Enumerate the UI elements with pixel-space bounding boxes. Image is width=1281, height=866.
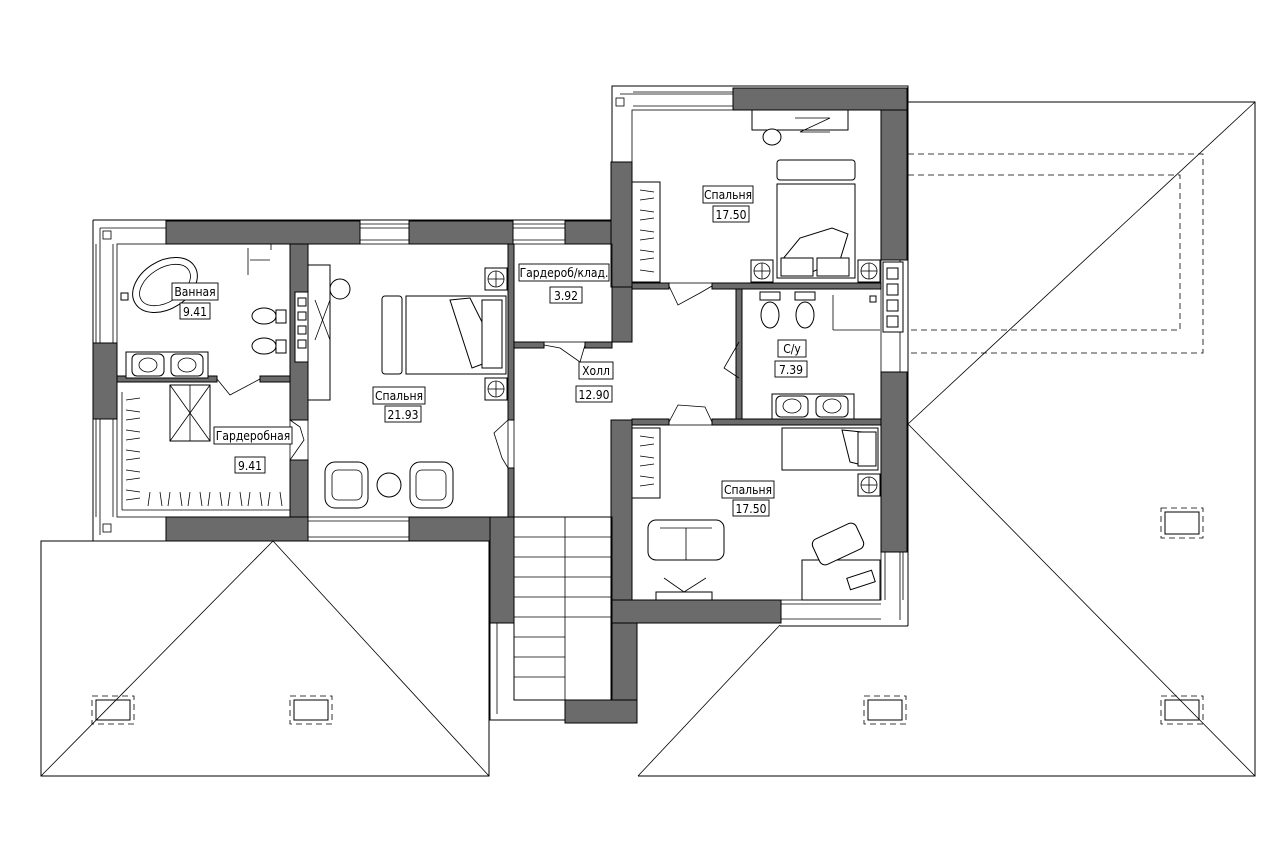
- room-label-wc: С/у 7.39: [774, 339, 808, 378]
- wardrobe-ne: [631, 181, 661, 283]
- svg-text:С/у: С/у: [783, 342, 801, 356]
- bed-ne: [776, 159, 856, 279]
- svg-text:9.41: 9.41: [238, 459, 262, 473]
- chimney-vent-icon: [1160, 507, 1204, 539]
- nightstand-lamp-icon: [857, 473, 881, 497]
- svg-text:Спальня: Спальня: [724, 483, 772, 497]
- roof-right: [637, 101, 1256, 777]
- wc-cabinet: [882, 261, 904, 333]
- svg-text:12.90: 12.90: [579, 388, 610, 402]
- windows: [95, 91, 904, 620]
- toilet-icon: [251, 307, 287, 355]
- room-label-bedroom-se: Спальня 17.50: [721, 480, 775, 517]
- svg-text:Гардеробная: Гардеробная: [216, 429, 290, 443]
- tv-cabinet: [294, 264, 351, 401]
- wardrobe-se: [631, 427, 661, 499]
- chimney-vent-icon: [1160, 695, 1204, 725]
- svg-text:17.50: 17.50: [716, 208, 747, 222]
- walls: [92, 87, 908, 724]
- sofa: [647, 519, 725, 561]
- svg-text:Спальня: Спальня: [375, 389, 423, 403]
- svg-text:Холл: Холл: [582, 364, 610, 378]
- bed-se: [781, 427, 879, 471]
- doors: [216, 285, 740, 469]
- double-sink: [125, 351, 209, 379]
- nightstand-lamp-icon: [484, 377, 508, 401]
- nightstand-lamp-icon: [750, 259, 774, 283]
- shower-partition: [247, 244, 272, 275]
- bed: [381, 295, 507, 375]
- wardrobe-rails: [121, 384, 290, 511]
- room-label-dressing: Гардеробная 9.41: [213, 426, 293, 474]
- svg-text:9.41: 9.41: [183, 305, 207, 319]
- room-label-storage: Гардероб/клад. 3.92: [518, 263, 610, 304]
- room-label-hall: Холл 12.90: [575, 361, 614, 403]
- roof-left: [40, 540, 490, 777]
- staircase: [513, 516, 613, 701]
- tv-stand-ne: [751, 109, 849, 146]
- svg-text:17.50: 17.50: [736, 502, 767, 516]
- shower-partition: [832, 295, 880, 331]
- svg-text:7.39: 7.39: [779, 363, 803, 377]
- chimney-vent-icon: [289, 695, 333, 725]
- nightstand-lamp-icon: [484, 267, 508, 291]
- room-label-bedroom-ne: Спальня 17.50: [702, 185, 754, 223]
- nightstand-lamp-icon: [857, 259, 881, 283]
- room-label-bathroom: Ванная 9.41: [171, 282, 219, 320]
- svg-text:3.92: 3.92: [554, 289, 578, 303]
- toilet-icon: [759, 291, 816, 329]
- svg-text:Спальня: Спальня: [704, 188, 752, 202]
- desk: [801, 522, 881, 601]
- svg-text:21.93: 21.93: [388, 408, 419, 422]
- svg-text:Ванная: Ванная: [174, 285, 215, 299]
- armchairs: [324, 461, 454, 509]
- room-label-bedroom-main: Спальня 21.93: [372, 386, 426, 423]
- chimney-vent-icon: [91, 695, 135, 725]
- tv-stand-se: [655, 577, 713, 601]
- chimney-vent-icon: [863, 695, 907, 725]
- double-sink: [771, 393, 855, 420]
- svg-text:Гардероб/клад.: Гардероб/клад.: [520, 266, 609, 280]
